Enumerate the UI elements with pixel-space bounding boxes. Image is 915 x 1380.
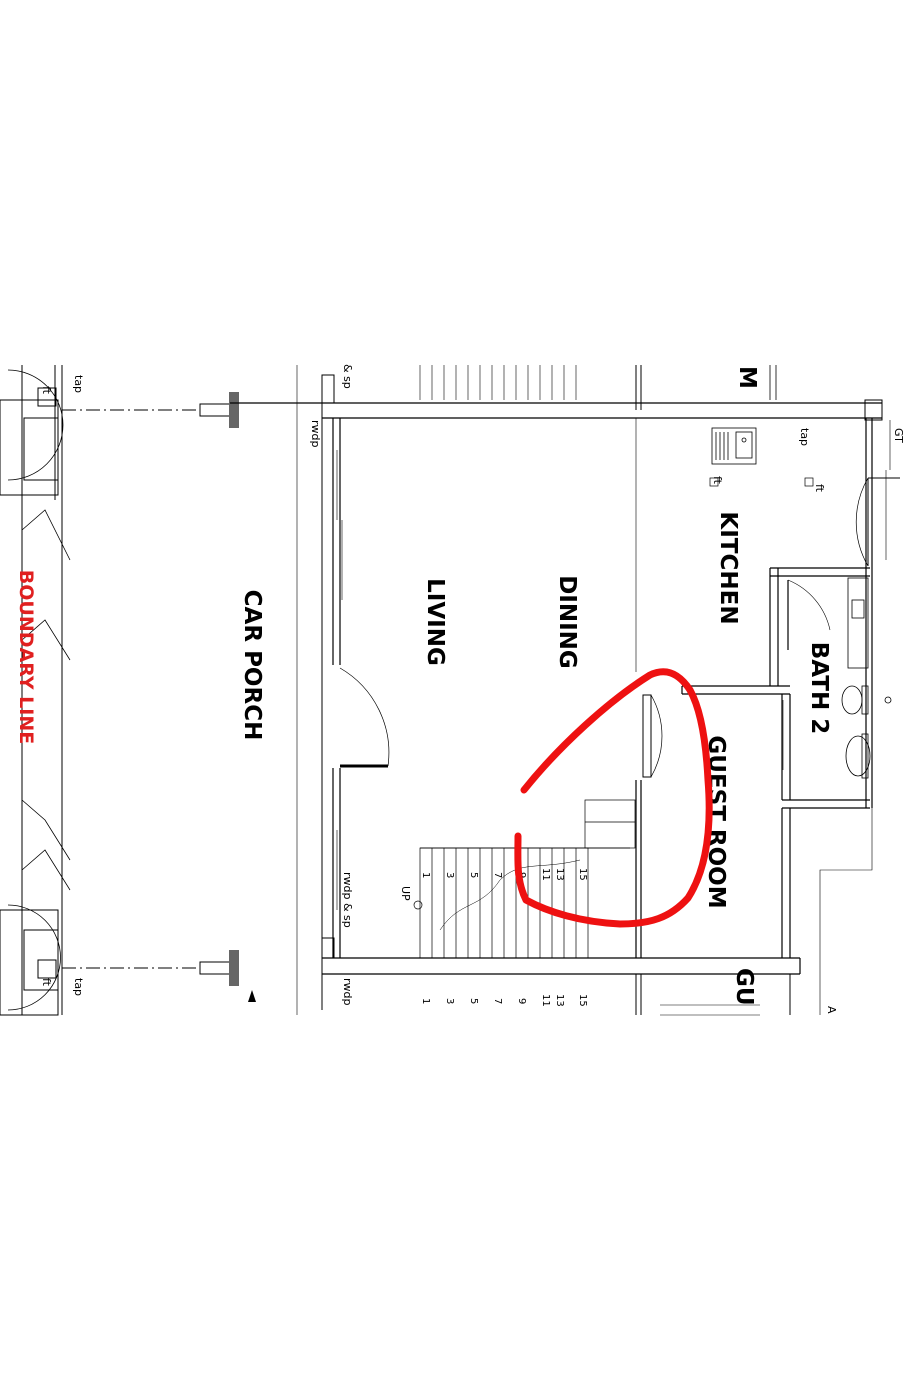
boundary-line-label: BOUNDARY LINE [15,570,37,744]
stair-number: 13 [554,868,565,881]
kitchen-sink [711,427,757,465]
arrow-icon [248,990,256,1002]
rwdp-label-bottom: rwdp [341,978,354,1006]
stair-numbers-lower: 1 3 5 7 9 11 13 15 [420,994,588,1007]
up-label: UP [399,886,412,901]
staircase-lower [420,973,760,1016]
stair-number: 11 [540,994,551,1007]
rwdp-sp-label: rwdp & sp [341,872,354,928]
ft-label-top: ft [40,386,53,395]
stair-number: 13 [554,994,565,1007]
tap-label-top: tap [72,375,85,393]
living-label: LIVING [422,578,448,666]
staircase-upper [419,365,577,400]
porch-post-bottom [199,950,239,986]
stair-number: 3 [444,872,455,878]
tap-label-bottom: tap [72,978,85,996]
stair-number: 11 [540,868,551,881]
bath-door [782,579,831,770]
dining-label: DINING [554,575,580,669]
tap-label-kitchen: tap [798,428,811,446]
bath2-label: BATH 2 [806,642,832,735]
stair-number: 15 [577,868,588,881]
stair-number: 1 [420,998,431,1004]
guest-room-door [642,694,663,778]
kitchen-door [855,477,900,567]
red-markup-stroke [514,668,713,928]
a-label: A [825,1006,838,1014]
stair-number: 5 [468,998,479,1004]
floor-trap-icon [709,477,814,487]
stair-number: 9 [516,998,527,1004]
gate-pier-top [0,369,200,496]
guest-partial-label: GU [731,968,757,1006]
gt-label: GT [892,428,905,443]
stair-number: 5 [468,872,479,878]
car-porch-label: CAR PORCH [239,590,265,741]
rwdp-label-top: rwdp [309,420,322,448]
porch-post-top [199,392,239,428]
bath-fixtures [841,577,892,779]
top-partial-label: M [734,366,760,389]
sliding-window [336,450,343,910]
sp-label: & sp [341,364,354,389]
gate-pier-bottom [0,904,200,1016]
staircase [413,799,636,959]
ft-label-kitchen-2: ft [813,484,826,493]
stair-number: 7 [492,872,503,878]
stair-number: 15 [577,994,588,1007]
stair-number: 7 [492,998,503,1004]
house-walls [230,365,891,1015]
entry-door [339,667,390,768]
ft-label-kitchen: ft [711,476,724,485]
stair-number: 3 [444,998,455,1004]
kitchen-label: KITCHEN [715,511,741,624]
stair-number: 1 [420,872,431,878]
ft-label-bottom: ft [40,978,53,987]
